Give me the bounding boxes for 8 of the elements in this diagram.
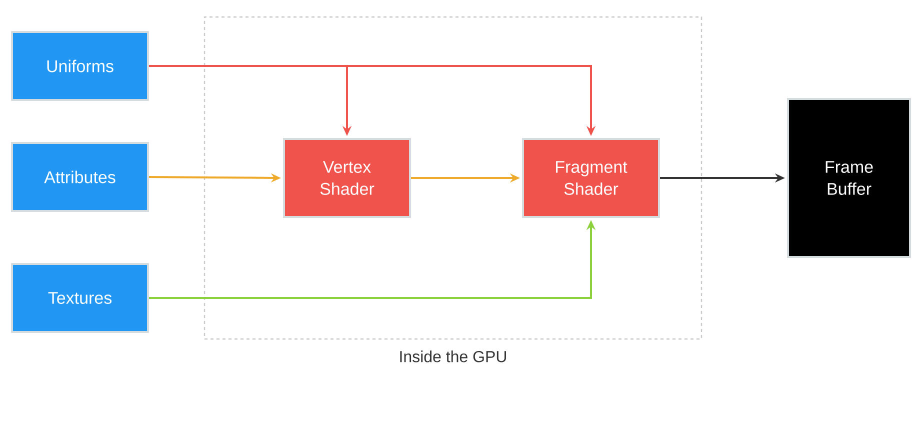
dashed-group-box bbox=[204, 16, 702, 340]
shader-box: Fragment Shader bbox=[522, 138, 660, 218]
group-caption: Inside the GPU bbox=[400, 350, 506, 362]
input-box: Attributes bbox=[11, 142, 149, 212]
input-box: Uniforms bbox=[11, 31, 149, 101]
input-box: Textures bbox=[11, 263, 149, 333]
shader-box: Vertex Shader bbox=[283, 138, 411, 218]
output-box: Frame Buffer bbox=[787, 98, 911, 258]
